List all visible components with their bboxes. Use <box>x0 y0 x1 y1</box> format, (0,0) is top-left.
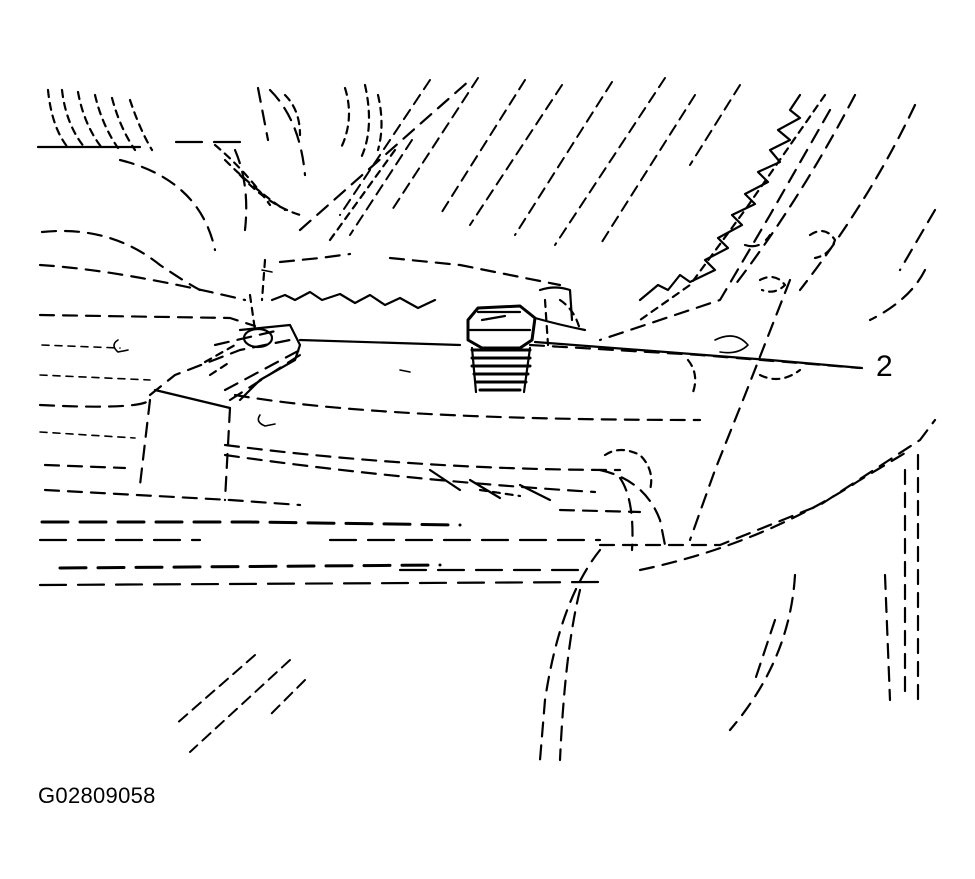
gasket-edge-upper-right <box>598 93 937 342</box>
bracket-bolt <box>242 258 274 349</box>
hatching-upper <box>298 77 741 246</box>
oil-pan-body <box>38 252 862 507</box>
callout-leader-line <box>533 335 864 370</box>
pan-sump-lower <box>38 468 642 587</box>
hatching-lower-left <box>174 654 306 753</box>
pan-boss <box>533 286 587 347</box>
crossmember <box>538 418 937 762</box>
callout-label-2: 2 <box>876 350 893 383</box>
engine-block-upper-left <box>36 83 383 302</box>
oil-drain-plug <box>466 304 537 394</box>
pan-flange-right <box>686 229 837 542</box>
figure-id-label: G02809058 <box>38 783 156 808</box>
mounting-bracket <box>203 323 302 402</box>
